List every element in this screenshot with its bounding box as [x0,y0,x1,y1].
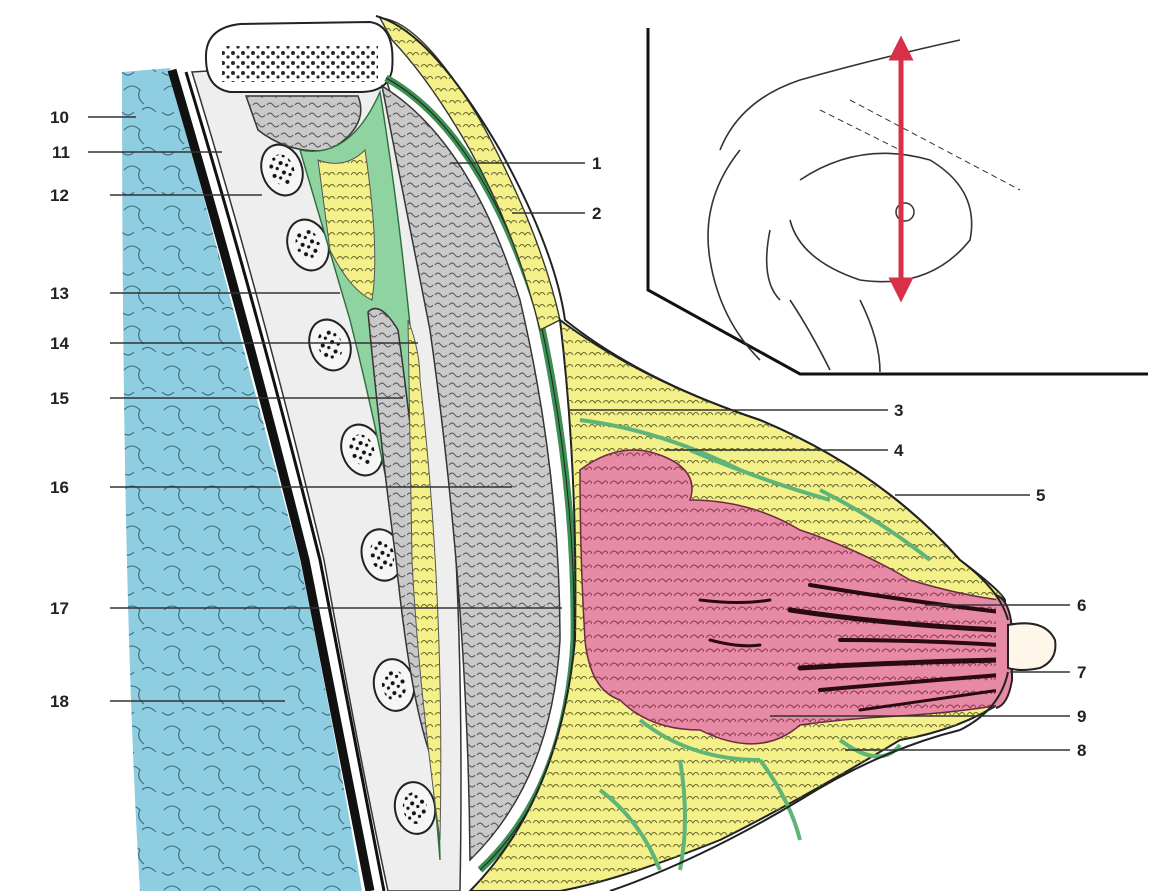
label-6: 6 [1077,596,1086,615]
label-16: 16 [50,478,69,497]
label-9: 9 [1077,707,1086,726]
label-14: 14 [50,334,69,353]
label-7: 7 [1077,663,1086,682]
inset-frame [648,28,1148,374]
inset-panel [648,28,1148,374]
label-13: 13 [50,284,69,303]
label-15: 15 [50,389,69,408]
nipple [1008,623,1055,670]
inset-torso-sketch [708,40,972,372]
label-5: 5 [1036,486,1045,505]
label-12: 12 [50,186,69,205]
label-10: 10 [50,108,69,127]
label-11: 11 [52,143,70,162]
label-4: 4 [894,441,904,460]
label-2: 2 [592,204,601,223]
label-17: 17 [50,599,69,618]
label-18: 18 [50,692,69,711]
label-1: 1 [592,154,601,173]
label-3: 3 [894,401,903,420]
label-8: 8 [1077,741,1086,760]
